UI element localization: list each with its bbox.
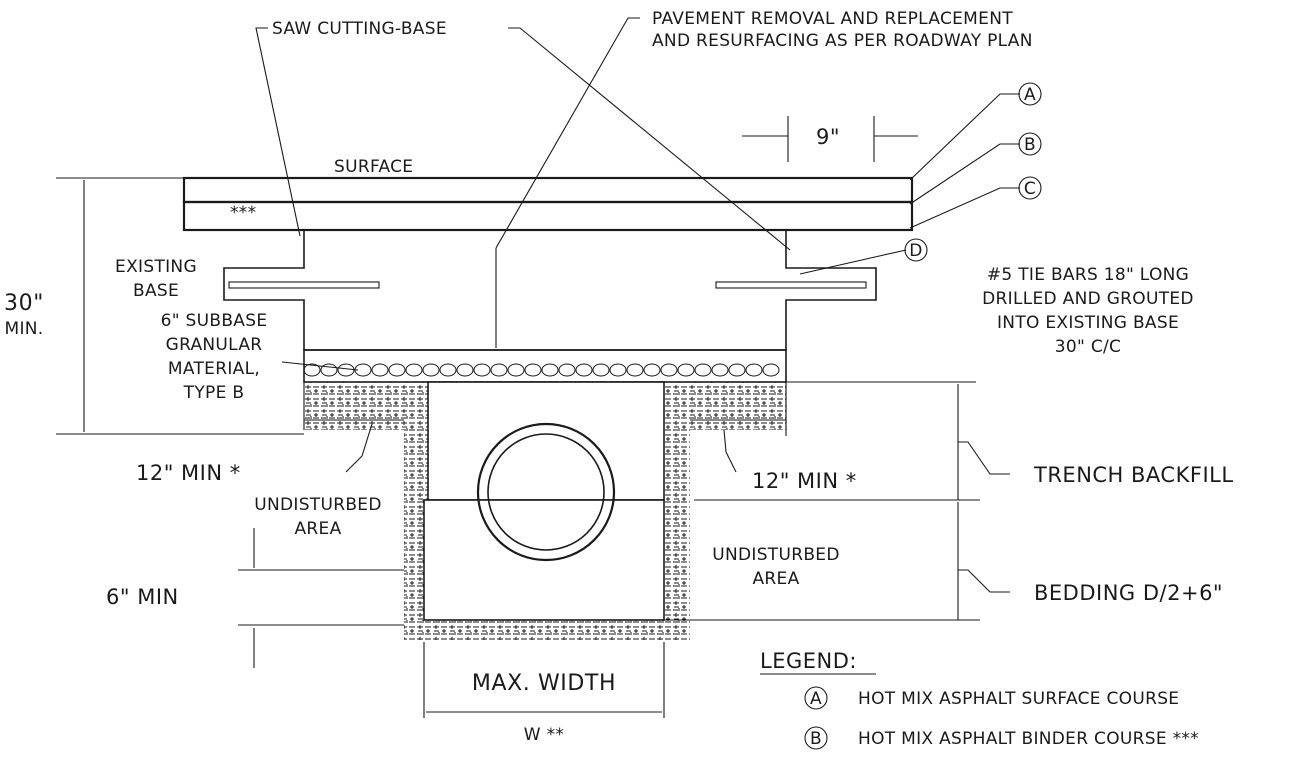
surface-label: SURFACE <box>334 157 413 177</box>
thirty-min-label-line2: MIN. <box>4 319 43 339</box>
subbase-pebble <box>456 363 474 377</box>
subbase-label-line3: MATERIAL, <box>168 359 260 379</box>
legend-item-b: B HOT MIX ASPHALT BINDER COURSE *** <box>804 726 1199 750</box>
subbase-pebble <box>728 363 746 377</box>
legend-title: LEGEND: <box>760 649 857 673</box>
subbase-pebble <box>592 363 610 377</box>
callout-a: A <box>1018 82 1042 106</box>
subbase-pebble <box>473 363 491 377</box>
max-width-label: MAX. WIDTH <box>472 671 616 696</box>
subbase-pebble <box>745 363 763 377</box>
trench-backfill-label: TRENCH BACKFILL <box>1033 463 1234 487</box>
bedding-label: BEDDING D/2+6" <box>1034 581 1223 605</box>
thirty-min-label-line1: 30" <box>4 291 44 316</box>
svg-text:A: A <box>1024 85 1036 105</box>
subbase-pebble <box>694 363 712 377</box>
subbase-pebble <box>507 363 525 377</box>
subbase-pebble <box>490 363 508 377</box>
svg-text:C: C <box>1024 179 1036 199</box>
subbase-pebble <box>524 363 542 377</box>
svg-text:B: B <box>810 729 822 749</box>
twelve-min-left-label: 12" MIN * <box>136 461 241 485</box>
leader-lines <box>56 17 1020 718</box>
subbase-label-line4: TYPE B <box>183 383 245 403</box>
undisturbed-right-line1: UNDISTURBED <box>712 545 840 565</box>
subbase-pebble <box>320 363 338 377</box>
binder-stars-label: *** <box>230 203 256 223</box>
subbase-pebble <box>762 363 780 377</box>
subbase-pebble <box>558 363 576 377</box>
six-min-label: 6" MIN <box>106 585 179 609</box>
subbase-pebble <box>337 363 355 377</box>
legend-item-a-text: HOT MIX ASPHALT SURFACE COURSE <box>858 689 1179 709</box>
tie-bars-label-line1: #5 TIE BARS 18" LONG <box>987 265 1189 285</box>
subbase-pebble <box>677 363 695 377</box>
undisturbed-left-line2: AREA <box>294 519 341 539</box>
legend-item-b-text: HOT MIX ASPHALT BINDER COURSE *** <box>858 729 1199 749</box>
w-stars-label: W ** <box>524 725 564 745</box>
existing-base-label-line2: BASE <box>133 281 179 301</box>
subbase-pebble <box>422 363 440 377</box>
tie-bar-right <box>715 281 867 289</box>
subbase-label-line2: GRANULAR <box>166 335 263 355</box>
svg-text:A: A <box>810 689 822 709</box>
subbase-label-line1: 6" SUBBASE <box>161 311 268 331</box>
svg-text:B: B <box>1024 135 1036 155</box>
tie-bar-left <box>228 281 380 289</box>
subbase-pebble <box>626 363 644 377</box>
granular-subbase <box>303 349 787 383</box>
concrete-base <box>223 229 877 351</box>
callout-c: C <box>1018 176 1042 200</box>
subbase-pebble <box>439 363 457 377</box>
pipe <box>476 422 616 562</box>
subbase-pebble <box>303 363 321 377</box>
subbase-pebble <box>371 363 389 377</box>
trench-backfill-zone <box>427 381 665 501</box>
tie-bars-label-line2: DRILLED AND GROUTED <box>982 289 1194 309</box>
callout-b: B <box>1018 132 1042 156</box>
legend: LEGEND: A HOT MIX ASPHALT SURFACE COURSE… <box>760 649 1199 750</box>
subbase-pebble <box>405 363 423 377</box>
subbase-pebble <box>609 363 627 377</box>
undisturbed-right-line2: AREA <box>752 569 799 589</box>
tie-bars-label-line3: INTO EXISTING BASE <box>997 313 1179 333</box>
undisturbed-left-line1: UNDISTURBED <box>254 495 382 515</box>
pavement-label-line2: AND RESURFACING AS PER ROADWAY PLAN <box>652 31 1033 51</box>
existing-base-label-line1: EXISTING <box>115 257 197 277</box>
saw-cutting-label: SAW CUTTING-BASE <box>272 19 447 39</box>
subbase-pebble <box>643 363 661 377</box>
callout-d: D <box>904 238 928 262</box>
tie-bars-label-line4: 30" C/C <box>1055 337 1121 357</box>
nine-inch-label: 9" <box>816 125 840 149</box>
svg-text:D: D <box>909 241 922 261</box>
subbase-pebble <box>575 363 593 377</box>
legend-item-a: A HOT MIX ASPHALT SURFACE COURSE <box>804 686 1179 710</box>
subbase-pebble <box>541 363 559 377</box>
subbase-pebble <box>711 363 729 377</box>
twelve-min-right-label: 12" MIN * <box>752 469 857 493</box>
subbase-pebble <box>388 363 406 377</box>
pavement-label-line1: PAVEMENT REMOVAL AND REPLACEMENT <box>652 9 1013 29</box>
subbase-pebble <box>660 363 678 377</box>
